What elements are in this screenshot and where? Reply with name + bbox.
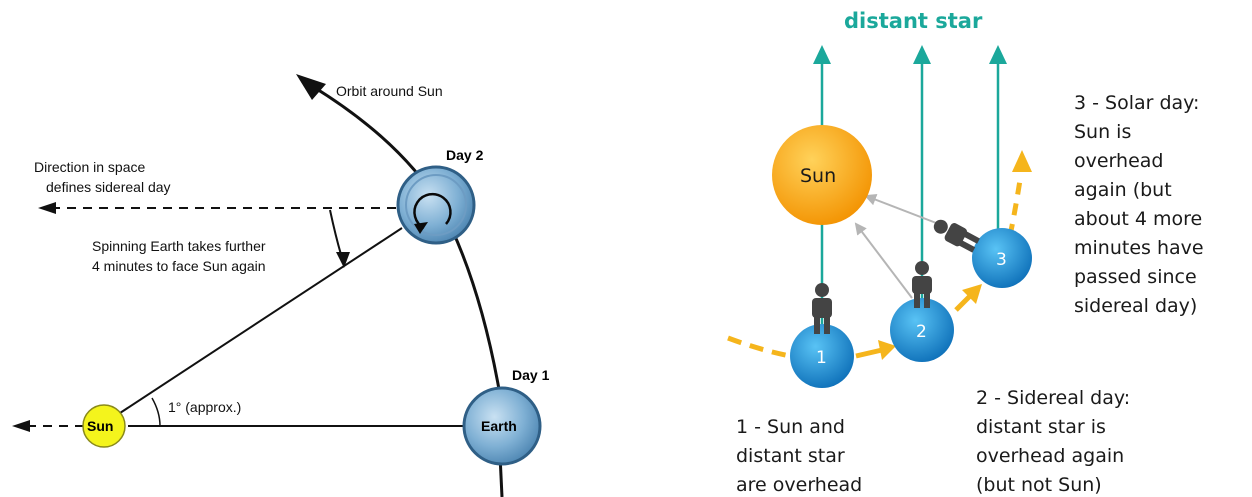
person-icon	[912, 261, 932, 308]
spin-label-line2: 4 minutes to face Sun again	[92, 258, 266, 274]
arrow-head-icon	[414, 222, 428, 234]
rotation-angle-arc	[329, 209, 343, 259]
caption-1-line: 1 - Sun and	[736, 416, 845, 438]
caption-3-line: passed since	[1074, 266, 1197, 288]
sun-pointer-3	[864, 193, 945, 227]
earth-day2-inner	[405, 174, 467, 236]
distant-star-label: distant star	[844, 9, 983, 33]
sun-pointer-2	[854, 222, 913, 299]
arrow-head-icon	[989, 45, 1007, 64]
arrow-head-icon	[296, 74, 326, 100]
earth-position-1	[790, 324, 854, 388]
arrow-head-icon	[913, 45, 931, 64]
sun-right	[772, 125, 872, 225]
caption-3-line: minutes have	[1074, 237, 1204, 259]
caption-2-line: overhead again	[976, 445, 1124, 467]
caption-3-line: Sun is	[1074, 121, 1131, 143]
earth-number-1: 1	[816, 348, 827, 368]
caption-3-line: 3 - Solar day:	[1074, 92, 1199, 114]
caption-3: 3 - Solar day: Sun is overhead again (bu…	[1074, 92, 1210, 317]
earth-day2	[396, 165, 476, 245]
caption-2-line: distant star is	[976, 416, 1106, 438]
orbit-path-dashed	[727, 335, 791, 359]
orbit-step-1	[855, 347, 883, 359]
orbit-label: Orbit around Sun	[336, 83, 443, 99]
arrow-head-icon	[336, 252, 350, 268]
person-icon	[933, 219, 980, 253]
caption-1-line: are overhead	[736, 474, 862, 496]
sun-left	[82, 404, 126, 448]
person-icon	[812, 283, 832, 334]
arrow-head-icon	[813, 45, 831, 64]
spin-arrow-icon	[413, 192, 452, 230]
sun-angle-arc	[151, 397, 161, 427]
arrow-head-icon	[878, 340, 896, 360]
arrow-head-icon	[12, 420, 30, 432]
caption-3-line: again (but	[1074, 179, 1172, 201]
arrow-head-icon	[962, 284, 982, 304]
angle-label: 1° (approx.)	[168, 399, 241, 415]
arrow-head-icon	[38, 202, 56, 214]
orbit-path-next	[1007, 179, 1023, 237]
direction-label-line2: defines sidereal day	[46, 179, 171, 195]
caption-3-line: sidereal day)	[1074, 295, 1197, 317]
caption-3-line: overhead	[1074, 150, 1163, 172]
earth-position-3	[972, 228, 1032, 288]
day2-label: Day 2	[446, 147, 484, 163]
sun-label-left: Sun	[87, 418, 113, 434]
orbit-step-2	[954, 294, 972, 312]
caption-1: 1 - Sun and distant star are overhead	[736, 416, 862, 496]
sun-label-right: Sun	[800, 165, 836, 187]
earth-number-2: 2	[916, 322, 927, 342]
left-diagram: Orbit around Sun Direction in space defi…	[12, 74, 550, 497]
day1-label: Day 1	[512, 367, 550, 383]
caption-1-line: distant star	[736, 445, 845, 467]
orbit-path	[311, 84, 502, 396]
earth-label: Earth	[481, 418, 517, 434]
right-diagram: distant star Sun 1 2	[727, 9, 1210, 496]
arrow-head-icon	[1012, 150, 1032, 172]
caption-2-line: 2 - Sidereal day:	[976, 387, 1130, 409]
caption-2: 2 - Sidereal day: distant star is overhe…	[976, 387, 1136, 496]
caption-2-line: (but not Sun)	[976, 474, 1102, 496]
direction-label-line1: Direction in space	[34, 159, 145, 175]
sun-day2-line	[119, 227, 403, 414]
earth-number-3: 3	[996, 250, 1007, 270]
spin-label-line1: Spinning Earth takes further	[92, 238, 266, 254]
caption-3-line: about 4 more	[1074, 208, 1202, 230]
earth-day1	[462, 386, 542, 466]
earth-position-2	[890, 298, 954, 362]
